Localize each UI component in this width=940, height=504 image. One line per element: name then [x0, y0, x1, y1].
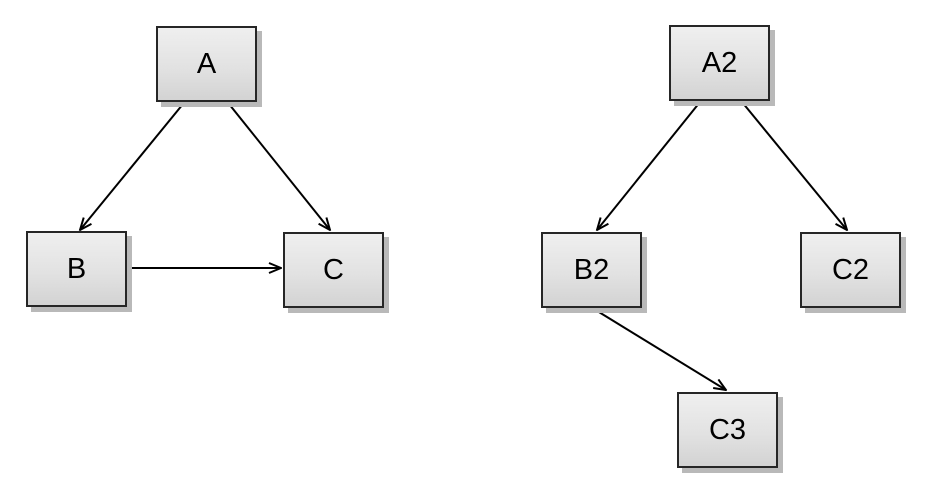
node-c3: C3 — [677, 392, 778, 468]
edge-a-to-b — [80, 103, 184, 230]
edge-a2-to-c2 — [741, 101, 847, 230]
node-c-label: C — [323, 253, 344, 286]
edge-a2-to-b2 — [597, 101, 701, 230]
node-a-label: A — [196, 47, 217, 80]
node-b-label: B — [66, 252, 87, 285]
node-c3-label: C3 — [708, 413, 747, 446]
node-a: A — [156, 26, 257, 102]
node-a2-label: A2 — [701, 46, 738, 79]
node-c: C — [283, 232, 384, 308]
node-c2-label: C2 — [831, 253, 870, 286]
node-b: B — [26, 231, 127, 307]
node-b2-label: B2 — [573, 253, 610, 286]
node-a2: A2 — [669, 25, 770, 101]
node-c2: C2 — [800, 232, 901, 308]
node-b2: B2 — [541, 232, 642, 308]
edge-b2-to-c3 — [593, 308, 726, 390]
edge-a-to-c — [228, 103, 330, 230]
